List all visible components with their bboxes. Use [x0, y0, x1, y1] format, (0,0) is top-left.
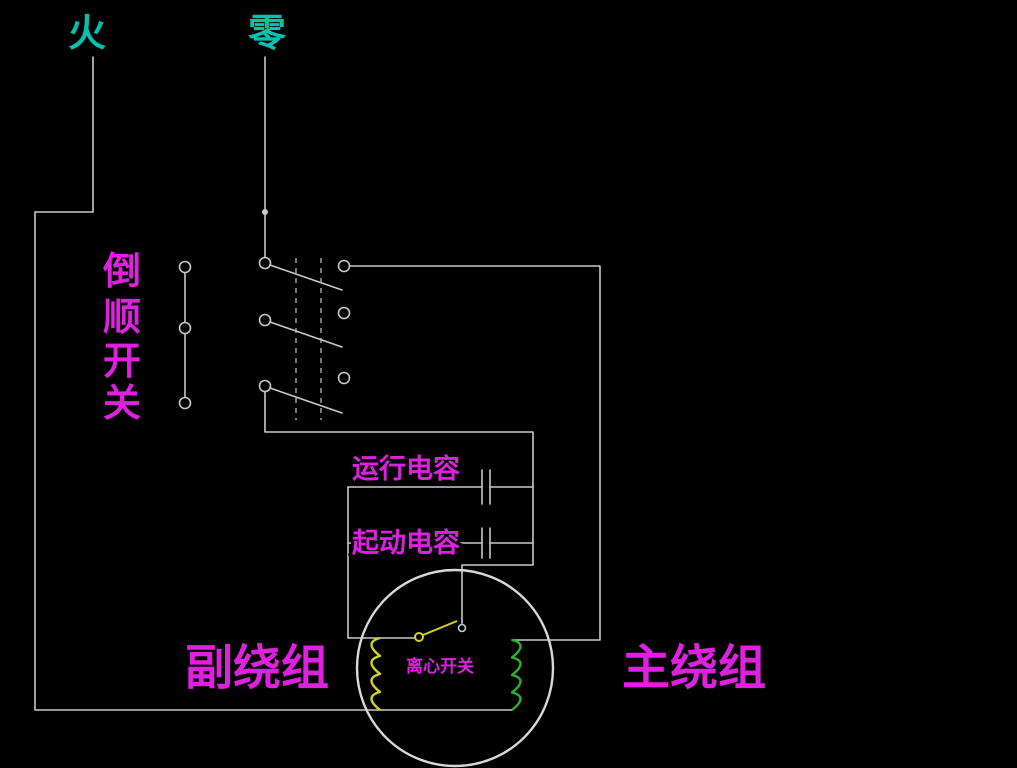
centrifugal-switch-blade: [422, 620, 458, 636]
aux-winding-coil: [370, 636, 382, 711]
reversing-switch-label-char: 关: [103, 381, 141, 425]
centrifugal-switch-label: 离心开关: [406, 656, 474, 677]
capacitor-feed: [264, 391, 534, 625]
reversing-switch-label-char: 倒: [102, 249, 141, 293]
centrifugal-switch-pivot: [414, 632, 424, 642]
switch-terminal: [258, 313, 272, 327]
aux-winding-label: 副绕组: [185, 640, 329, 696]
reversing-switch-symbol: [178, 256, 351, 420]
run-capacitor-symbol: [481, 469, 491, 505]
aux-winding-feed: [347, 486, 416, 639]
motor-body-circle: [355, 568, 555, 768]
centrifugal-switch-symbol: [414, 620, 467, 642]
switch-terminal: [178, 260, 192, 274]
reversing-switch-label: 倒 顺 开 关: [99, 246, 144, 428]
reversing-switch-label-char: 开: [103, 339, 141, 383]
switch-blade-2: [269, 321, 343, 348]
switch-terminal: [178, 396, 192, 410]
switch-blade-3: [269, 387, 343, 414]
outer-left-bottom-rail: [34, 211, 513, 711]
switch-terminal: [337, 259, 351, 273]
live-wire-label: 火: [68, 11, 106, 55]
neutral-wire-label: 零: [248, 11, 287, 55]
centrifugal-switch-contact: [457, 623, 467, 633]
main-winding-feed: [349, 265, 601, 641]
wiring: [34, 56, 601, 711]
start-capacitor-label: 起动电容: [352, 527, 460, 559]
run-capacitor-label: 运行电容: [352, 453, 460, 485]
reversing-switch-label-char: 顺: [103, 295, 141, 339]
switch-terminal: [178, 321, 192, 335]
switch-terminal: [337, 371, 351, 385]
junction-dot: [262, 209, 268, 215]
switch-terminal: [337, 306, 351, 320]
switch-blade-1: [269, 264, 343, 291]
switch-terminal: [258, 256, 272, 270]
main-winding-label: 主绕组: [622, 640, 766, 696]
start-capacitor-symbol: [481, 527, 491, 559]
main-winding-coil: [510, 638, 522, 711]
switch-terminal: [258, 379, 272, 393]
